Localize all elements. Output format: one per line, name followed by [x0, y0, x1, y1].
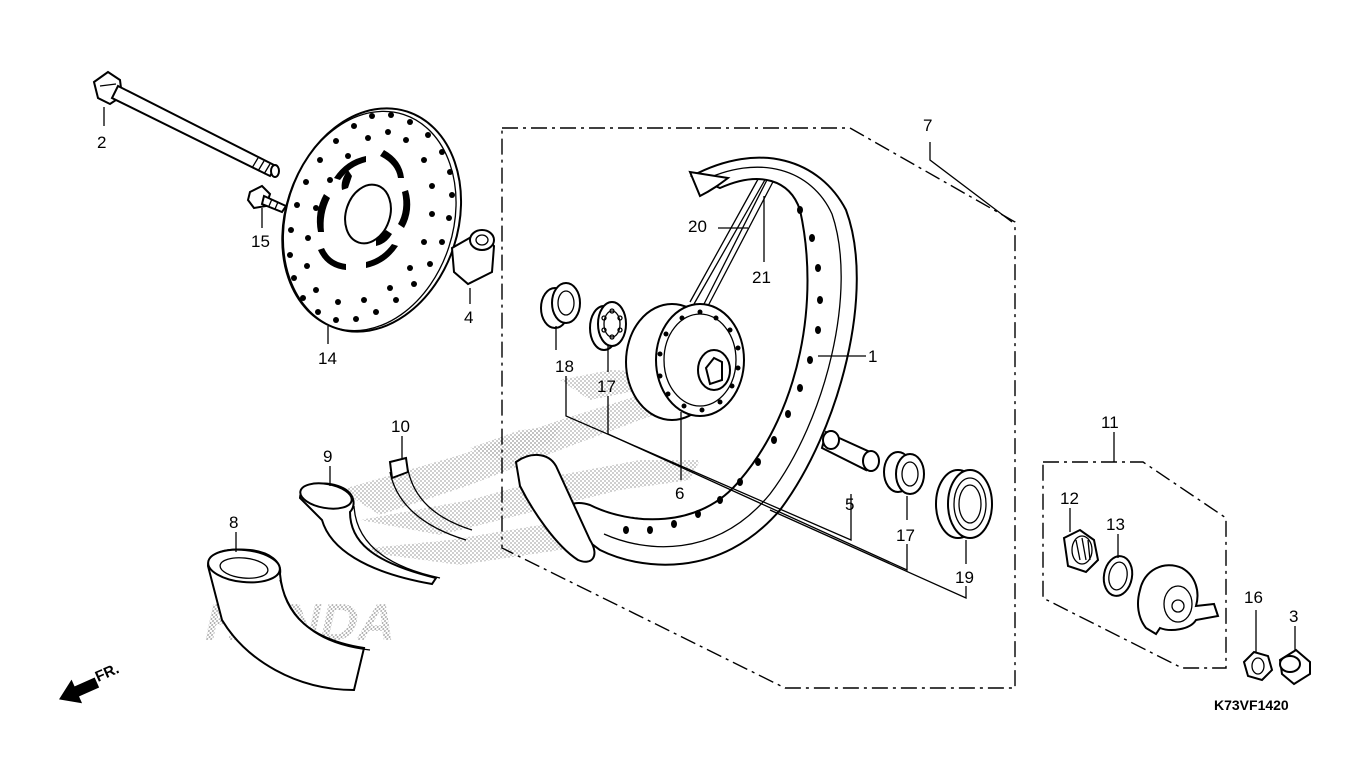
front-arrow-icon — [59, 677, 100, 704]
gearbox-assembly-boundary — [1042, 461, 1227, 669]
rim-band — [388, 456, 473, 541]
callout-20: 20 — [688, 217, 707, 236]
brake-disc-holes — [287, 112, 455, 323]
callout-19: 19 — [955, 568, 974, 587]
callout-1: 1 — [868, 347, 877, 366]
gear-retainer — [1062, 528, 1100, 574]
cap-nut — [1278, 648, 1311, 686]
front-direction-label: FR. — [93, 660, 122, 685]
callout-13: 13 — [1106, 515, 1125, 534]
front-direction-indicator: FR. — [59, 660, 122, 704]
dust-seal — [540, 282, 581, 329]
speedometer-gearbox — [1137, 564, 1220, 636]
callout-17-right: 17 — [896, 526, 915, 545]
inner-tube — [298, 482, 441, 586]
callout-9: 9 — [323, 447, 332, 466]
callout-4: 4 — [464, 308, 473, 327]
callout-11: 11 — [1101, 413, 1119, 432]
callouts: 1 2 3 4 5 6 7 8 9 10 11 12 13 14 15 16 1… — [97, 116, 1298, 626]
rim-spoke-holes — [623, 206, 823, 534]
rim — [514, 156, 858, 566]
dust-seal-right — [935, 469, 993, 539]
callout-17-left: 17 — [597, 377, 616, 396]
callout-12: 12 — [1060, 489, 1079, 508]
distance-collar — [820, 430, 880, 472]
side-collar — [450, 229, 496, 286]
hub-spoke-holes — [657, 309, 741, 413]
callout-5: 5 — [845, 495, 854, 514]
bearing-left — [589, 301, 627, 351]
callout-8: 8 — [229, 513, 238, 532]
bearing-right — [883, 451, 925, 495]
callout-15: 15 — [251, 232, 270, 251]
axle-nut — [1242, 650, 1274, 682]
brake-disc — [281, 107, 463, 333]
callout-7: 7 — [923, 116, 932, 135]
callout-6: 6 — [675, 484, 684, 503]
callout-10: 10 — [391, 417, 410, 436]
callout-2: 2 — [97, 133, 106, 152]
gearbox-oil-seal — [1102, 555, 1134, 597]
axle-bolt — [92, 70, 280, 178]
diagram-reference-code: K73VF1420 — [1214, 697, 1289, 713]
callout-21: 21 — [752, 268, 771, 287]
wheel-assembly-boundary — [501, 127, 1016, 689]
brake-disc-slots — [316, 150, 411, 270]
wheel-hub — [625, 303, 745, 421]
spokes — [689, 169, 777, 307]
tire — [206, 548, 371, 692]
leader-lines — [103, 107, 1296, 652]
callout-16: 16 — [1244, 588, 1263, 607]
callout-14: 14 — [318, 349, 337, 368]
callout-3: 3 — [1289, 607, 1298, 626]
callout-18: 18 — [555, 357, 574, 376]
disc-bolt — [246, 184, 288, 214]
